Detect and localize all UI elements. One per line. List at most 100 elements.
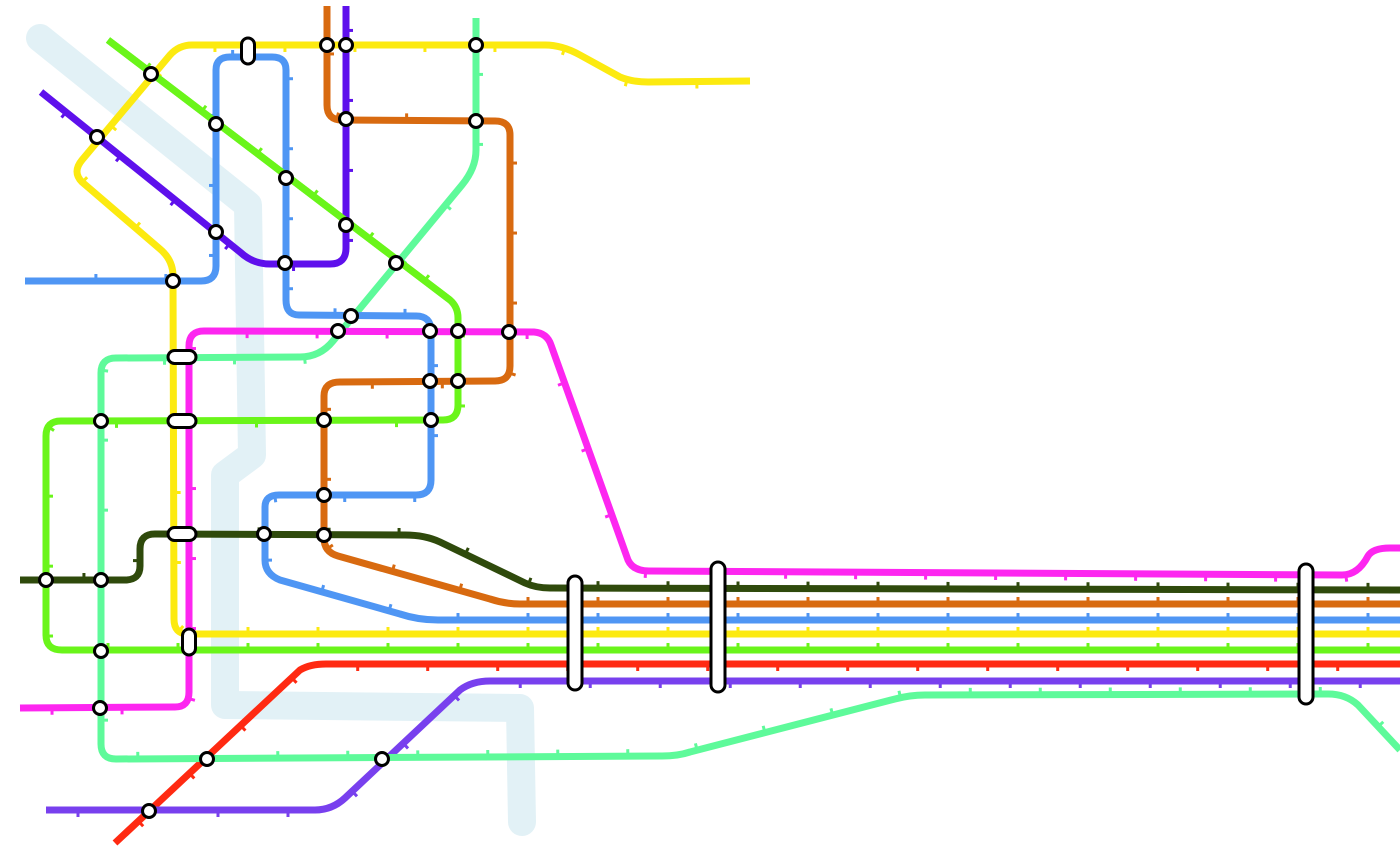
transfer-connector-6[interactable] [709, 560, 727, 694]
interchange-station-30[interactable] [92, 700, 108, 716]
transfer-connector-1[interactable] [166, 349, 198, 365]
interchange-station-13[interactable] [165, 273, 181, 289]
sky-blue-stop-17[interactable] [273, 495, 278, 503]
orange-stop-15[interactable] [326, 543, 334, 551]
transfer-connector-0[interactable] [240, 36, 256, 66]
interchange-station-28[interactable] [93, 572, 109, 588]
interchange-station-12[interactable] [388, 255, 404, 271]
yellow-stop-33[interactable] [623, 79, 629, 87]
orange-stop-20[interactable] [508, 371, 517, 377]
dark-green-line [20, 527, 1400, 594]
mint-stop-9[interactable] [761, 725, 767, 734]
purple-stop-4[interactable] [351, 790, 359, 798]
interchange-station-23[interactable] [423, 412, 439, 428]
interchange-station-5[interactable] [208, 116, 224, 132]
purple-stop-5[interactable] [402, 742, 410, 750]
lime-line-path [42, 37, 1400, 654]
mint-stop-30[interactable] [444, 203, 452, 211]
interchange-station-31[interactable] [199, 751, 215, 767]
yellow-line [73, 41, 1400, 638]
transfer-connector-3[interactable] [166, 526, 198, 542]
mint-stop-0[interactable] [1377, 720, 1385, 728]
transfer-connector-4[interactable] [181, 627, 197, 657]
river [26, 24, 536, 836]
magenta-stop-2[interactable] [187, 697, 196, 702]
red-line-path [112, 660, 1400, 846]
interchange-station-24[interactable] [316, 487, 332, 503]
yellow-line-path [73, 41, 1400, 638]
purple-stop-6[interactable] [453, 694, 461, 702]
dark-green-stop-12[interactable] [527, 577, 533, 585]
violet-line [38, 6, 353, 271]
violet-stop-2[interactable] [169, 198, 177, 207]
lime-stop-22[interactable] [47, 425, 55, 432]
magenta-stop-14[interactable] [581, 447, 589, 453]
interchange-station-21[interactable] [93, 413, 109, 429]
violet-stop-0[interactable] [60, 111, 68, 119]
interchange-station-0[interactable] [319, 37, 335, 53]
interchange-station-11[interactable] [277, 255, 293, 271]
red-line [112, 660, 1400, 846]
interchange-station-33[interactable] [141, 803, 157, 819]
interchange-station-32[interactable] [374, 751, 390, 767]
yellow-stop-24[interactable] [81, 176, 89, 184]
yellow-stop-23[interactable] [134, 221, 142, 229]
violet-stop-3[interactable] [224, 242, 231, 251]
sky-blue-stop-14[interactable] [387, 603, 393, 612]
interchange-station-6[interactable] [278, 170, 294, 186]
mint-stop-24[interactable] [100, 368, 109, 373]
yellow-stop-25[interactable] [109, 124, 118, 132]
transfer-connector-2[interactable] [166, 413, 198, 429]
interchange-station-3[interactable] [143, 66, 159, 82]
mint-stop-8[interactable] [829, 707, 835, 716]
interchange-station-25[interactable] [256, 526, 272, 542]
interchange-station-15[interactable] [330, 323, 346, 339]
interchange-station-20[interactable] [450, 373, 466, 389]
interchange-station-4[interactable] [89, 129, 105, 145]
interchange-station-18[interactable] [501, 324, 517, 340]
orange-stop-13[interactable] [458, 583, 464, 591]
red-stop-1[interactable] [188, 772, 196, 780]
interchange-station-7[interactable] [338, 111, 354, 127]
river-path [26, 24, 536, 836]
transfer-connector-5[interactable] [566, 574, 584, 692]
orange-line [320, 6, 1400, 608]
interchange-station-2[interactable] [468, 37, 484, 53]
interchange-station-27[interactable] [38, 572, 54, 588]
interchange-station-9[interactable] [338, 217, 354, 233]
mint-stop-10[interactable] [693, 742, 699, 751]
yellow-stop-32[interactable] [560, 47, 567, 56]
mint-stop-7[interactable] [897, 690, 902, 698]
violet-stop-1[interactable] [114, 154, 122, 163]
interchange-station-1[interactable] [338, 37, 354, 53]
mint-stop-27[interactable] [303, 356, 307, 364]
mint-line-path [97, 18, 1400, 763]
interchange-station-19[interactable] [422, 373, 438, 389]
dark-green-line-path [20, 530, 1400, 594]
interchange-station-29[interactable] [93, 643, 109, 659]
red-stop-3[interactable] [290, 676, 298, 684]
violet-line-path [38, 6, 350, 268]
sky-blue-stop-15[interactable] [320, 584, 326, 593]
magenta-stop-15[interactable] [604, 513, 613, 519]
red-stop-0[interactable] [137, 820, 145, 828]
stations [38, 36, 1315, 819]
transfer-connector-7[interactable] [1297, 562, 1315, 706]
interchange-station-8[interactable] [468, 113, 484, 129]
orange-stop-26[interactable] [335, 112, 340, 120]
interchange-station-26[interactable] [316, 527, 332, 543]
interchange-station-16[interactable] [422, 323, 438, 339]
interchange-station-22[interactable] [316, 412, 332, 428]
magenta-stop-26[interactable] [1344, 574, 1349, 582]
interchange-station-14[interactable] [343, 308, 359, 324]
magenta-stop-13[interactable] [557, 381, 566, 387]
dark-green-stop-13[interactable] [463, 547, 470, 555]
interchange-station-10[interactable] [208, 224, 224, 240]
yellow-stop-17[interactable] [177, 625, 185, 633]
magenta-line [19, 327, 1400, 715]
interchange-station-17[interactable] [450, 323, 466, 339]
sky-blue-line [25, 50, 1400, 624]
orange-stop-14[interactable] [390, 564, 396, 572]
red-stop-2[interactable] [239, 724, 247, 732]
